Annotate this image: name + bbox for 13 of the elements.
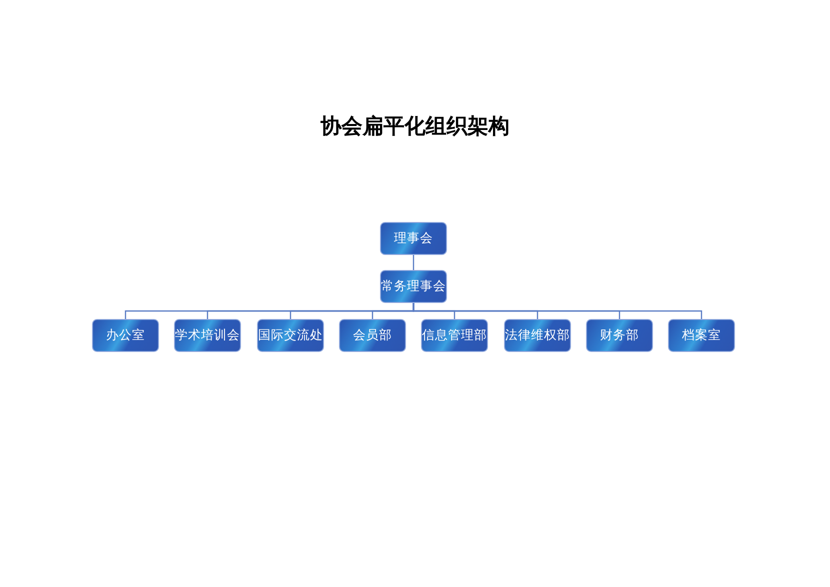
connector-line — [412, 255, 414, 270]
department-box: 会员部 — [339, 319, 406, 352]
department-box: 学术培训会 — [174, 319, 241, 352]
council-box: 理事会 — [380, 222, 447, 255]
standing-council-box: 常务理事会 — [380, 270, 447, 303]
title: 协会扁平化组织架构 — [320, 113, 510, 140]
department-box: 办公室 — [92, 319, 159, 352]
department-box: 财务部 — [586, 319, 653, 352]
connector-line — [412, 303, 702, 319]
department-box: 国际交流处 — [257, 319, 324, 352]
department-box: 信息管理部 — [421, 319, 488, 352]
department-box: 档案室 — [668, 319, 735, 352]
department-box: 法律维权部 — [504, 319, 571, 352]
